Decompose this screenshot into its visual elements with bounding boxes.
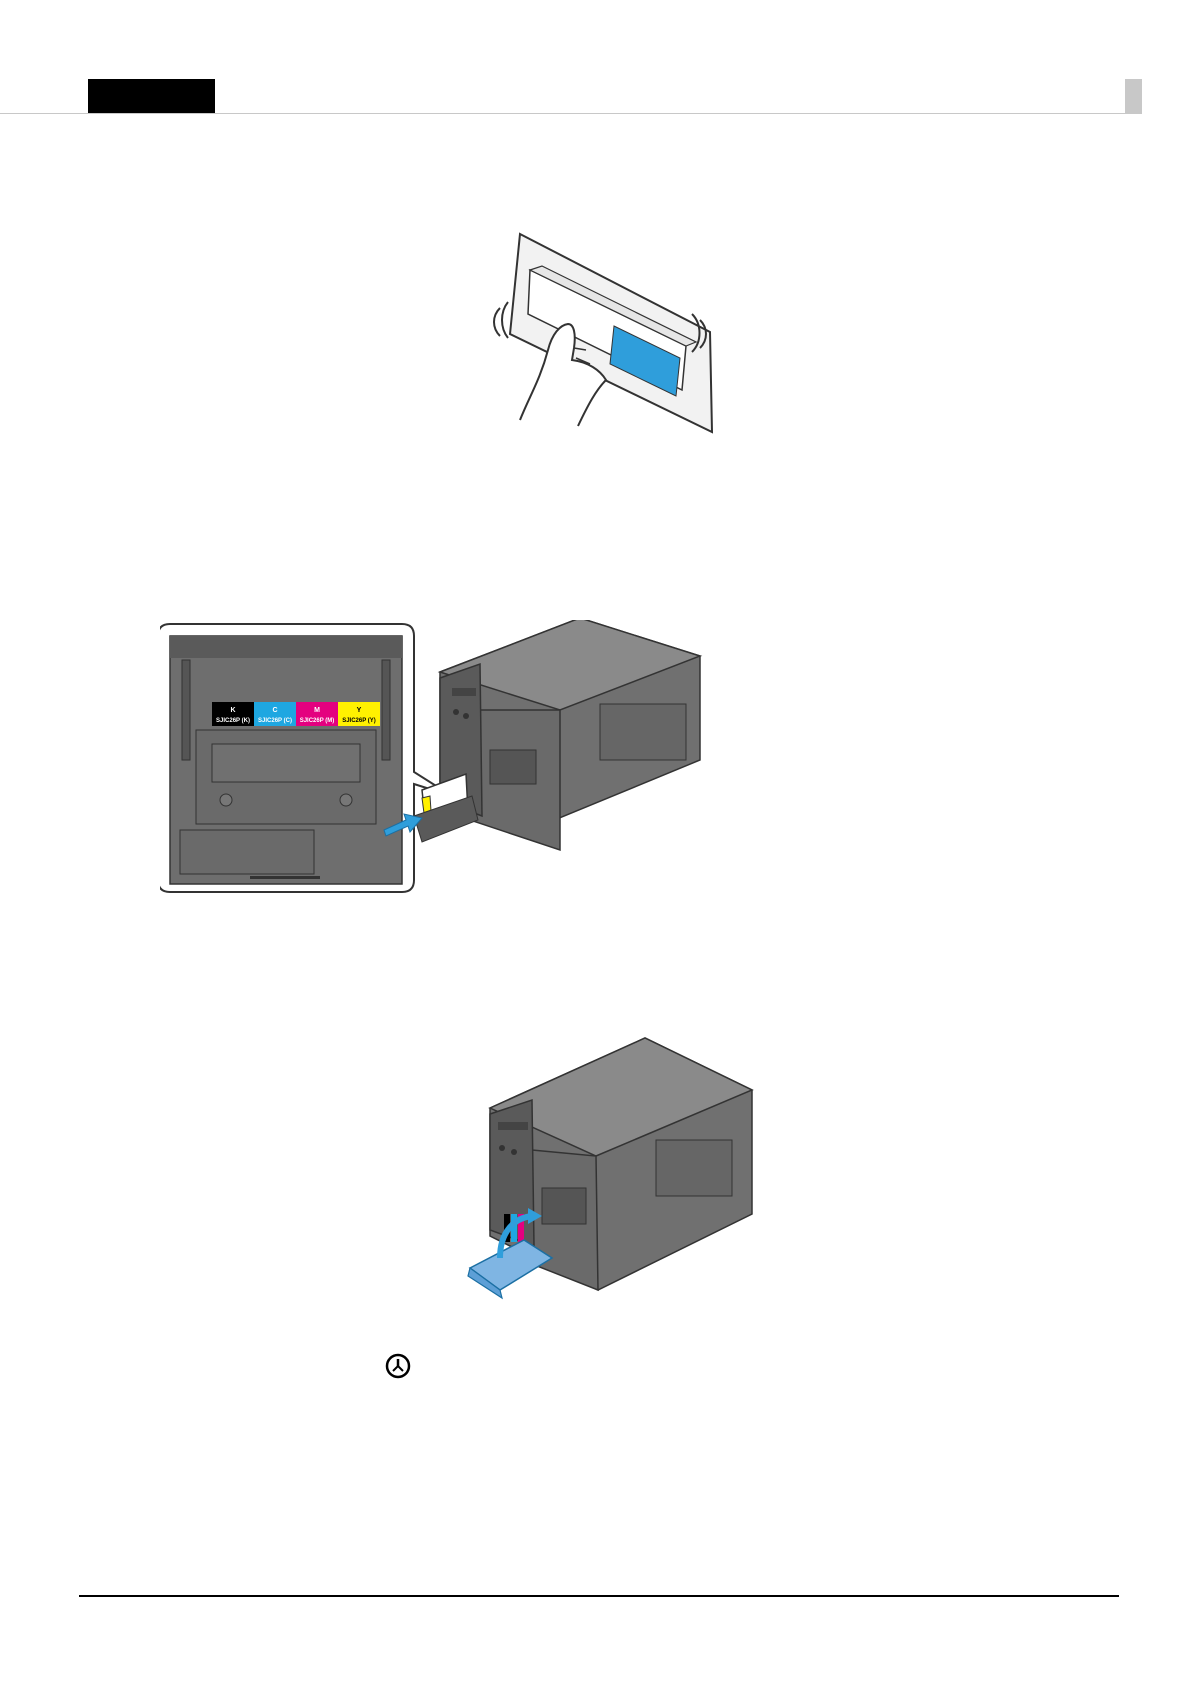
header-rule xyxy=(0,113,1142,114)
hand-shaking-ink-pack-icon xyxy=(478,230,718,435)
insert-cartridge-figure: K SJIC26P (K) C SJIC26P (C) M SJIC26P (M… xyxy=(160,620,750,920)
slot-letter-c: C xyxy=(272,707,277,714)
slot-code-y: SJIC26P (Y) xyxy=(342,718,376,724)
footer-rule xyxy=(79,1595,1119,1597)
slot-letter-m: M xyxy=(314,707,320,714)
ink-slot-labels: K SJIC26P (K) C SJIC26P (C) M SJIC26P (M… xyxy=(212,702,380,726)
slot-code-c: SJIC26P (C) xyxy=(258,718,292,724)
printer-close-cover-icon xyxy=(440,1018,760,1308)
slot-code-m: SJIC26P (M) xyxy=(300,718,335,724)
shake-cartridge-figure xyxy=(478,230,718,435)
power-icon xyxy=(385,1353,411,1379)
slot-code-k: SJIC26P (K) xyxy=(216,718,250,724)
header-page-marker xyxy=(1125,79,1142,114)
slot-letter-y: Y xyxy=(357,707,362,714)
printer-cartridge-insert-icon: K SJIC26P (K) C SJIC26P (C) M SJIC26P (M… xyxy=(160,620,750,920)
header-section-tab xyxy=(88,79,215,114)
slot-letter-k: K xyxy=(230,707,235,714)
close-cover-figure xyxy=(440,1018,760,1308)
